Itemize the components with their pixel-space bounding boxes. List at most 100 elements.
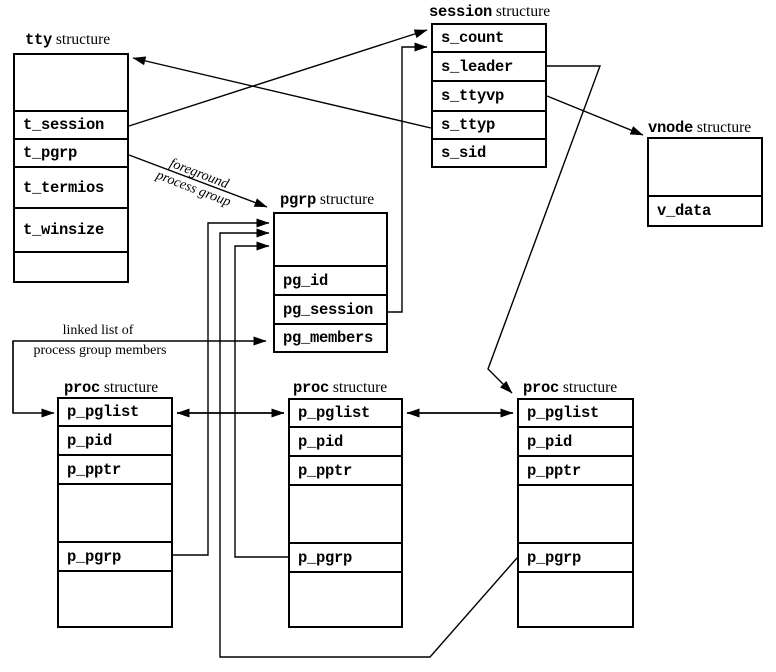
title-rest: structure xyxy=(696,119,752,136)
field-p_pid: p_pid xyxy=(519,426,632,455)
title-code: proc xyxy=(523,379,560,397)
field-label: p_pglist xyxy=(298,404,371,422)
session-structure-box: s_count s_leader s_ttyvp s_ttyp s_sid xyxy=(431,23,547,168)
field-label: p_pid xyxy=(298,432,344,451)
pgrp-spacer-row xyxy=(275,214,386,265)
arrow-s_ttyvp-to-vnode xyxy=(546,95,644,136)
field-p_pptr: p_pptr xyxy=(290,455,401,484)
field-p_pid: p_pid xyxy=(59,425,171,454)
field-p_pglist: p_pglist xyxy=(59,399,171,425)
proc1-spacer-row xyxy=(59,483,171,541)
field-label: t_session xyxy=(23,116,105,134)
field-label: p_pgrp xyxy=(527,548,582,567)
linked-list-label-line2: process group members xyxy=(33,343,167,358)
field-label: p_pid xyxy=(67,431,113,450)
title-code: proc xyxy=(64,379,101,397)
field-p_pgrp: p_pgrp xyxy=(290,542,401,571)
vnode-structure-title: vnode structure xyxy=(648,119,751,137)
title-code: tty xyxy=(25,31,53,49)
field-label: p_pgrp xyxy=(298,548,353,567)
title-code: session xyxy=(429,3,493,21)
field-label: s_count xyxy=(441,29,505,47)
field-p_pptr: p_pptr xyxy=(519,455,632,484)
proc3-spacer-row xyxy=(519,484,632,542)
field-s_leader: s_leader xyxy=(433,51,545,80)
field-t_session: t_session xyxy=(15,110,127,138)
field-label: s_leader xyxy=(441,57,514,76)
title-rest: structure xyxy=(103,379,159,396)
title-code: vnode xyxy=(648,119,694,137)
pgrp-structure-title: pgrp structure xyxy=(280,191,374,209)
field-t_pgrp: t_pgrp xyxy=(15,138,127,166)
title-rest: structure xyxy=(495,3,551,20)
field-label: t_winsize xyxy=(23,221,105,239)
arrow-s_leader-to-proc3 xyxy=(487,65,602,394)
arrow-proc2-p_pgrp-to-pgrp xyxy=(234,241,288,558)
field-p_pgrp: p_pgrp xyxy=(59,541,171,570)
proc2-spacer-row xyxy=(290,571,401,626)
field-s_ttyvp: s_ttyvp xyxy=(433,80,545,110)
field-p_pgrp: p_pgrp xyxy=(519,542,632,571)
title-rest: structure xyxy=(562,379,618,396)
field-label: p_pptr xyxy=(67,460,122,479)
field-label: p_pptr xyxy=(527,461,582,480)
proc2-structure-title: proc structure xyxy=(293,379,387,397)
field-label: p_pid xyxy=(527,432,573,451)
field-label: s_ttyp xyxy=(441,116,496,134)
proc2-spacer-row xyxy=(290,484,401,542)
field-label: s_ttyvp xyxy=(441,87,505,105)
linked-list-label-line1: linked list of xyxy=(62,323,134,338)
field-t_winsize: t_winsize xyxy=(15,207,127,251)
proc1-structure-box: p_pglist p_pid p_pptr p_pgrp xyxy=(57,397,173,628)
field-label: p_pptr xyxy=(298,461,353,480)
vnode-structure-box: v_data xyxy=(647,137,763,227)
field-pg_members: pg_members xyxy=(275,323,386,351)
title-rest: structure xyxy=(332,379,388,396)
field-s_count: s_count xyxy=(433,25,545,51)
arrow-linked-list-to-proc1-p_pglist xyxy=(12,341,55,418)
proc1-structure-title: proc structure xyxy=(64,379,158,397)
field-label: v_data xyxy=(657,202,712,220)
vnode-spacer-row xyxy=(649,139,761,195)
field-label: pg_members xyxy=(283,329,374,347)
tty-structure-title: tty structure xyxy=(25,31,110,49)
pgrp-structure-box: pg_id pg_session pg_members xyxy=(273,212,388,353)
title-code: proc xyxy=(293,379,330,397)
title-code: pgrp xyxy=(280,191,317,209)
proc2-structure-box: p_pglist p_pid p_pptr p_pgrp xyxy=(288,398,403,628)
proc1-spacer-row xyxy=(59,570,171,626)
field-p_pid: p_pid xyxy=(290,426,401,455)
proc3-structure-title: proc structure xyxy=(523,379,617,397)
proc3-structure-box: p_pglist p_pid p_pptr p_pgrp xyxy=(517,398,634,628)
title-rest: structure xyxy=(55,31,111,48)
title-rest: structure xyxy=(319,191,375,208)
field-t_termios: t_termios xyxy=(15,166,127,207)
field-label: p_pgrp xyxy=(67,547,122,566)
field-pg_id: pg_id xyxy=(275,265,386,294)
arrow-proc1-p_pgrp-to-pgrp xyxy=(173,218,270,556)
field-pg_session: pg_session xyxy=(275,294,386,323)
arrow-proc3-p_pgrp-to-pgrp xyxy=(219,228,518,658)
field-p_pglist: p_pglist xyxy=(519,400,632,426)
field-s_ttyp: s_ttyp xyxy=(433,110,545,138)
field-s_sid: s_sid xyxy=(433,138,545,166)
tty-structure-box: t_session t_pgrp t_termios t_winsize xyxy=(13,53,129,283)
field-label: pg_session xyxy=(283,300,374,319)
tty-spacer-row xyxy=(15,251,127,281)
tty-spacer-row xyxy=(15,55,127,110)
field-label: t_termios xyxy=(23,178,105,197)
arrow-pg_session-to-session xyxy=(388,42,428,313)
session-structure-title: session structure xyxy=(429,3,550,21)
field-label: p_pglist xyxy=(67,403,140,421)
proc3-spacer-row xyxy=(519,571,632,626)
arrow-t_pgrp-to-pgrp xyxy=(128,154,268,208)
field-label: s_sid xyxy=(441,144,487,162)
arrow-t_session-to-session xyxy=(128,29,428,127)
field-p_pptr: p_pptr xyxy=(59,454,171,483)
field-label: t_pgrp xyxy=(23,144,78,162)
field-p_pglist: p_pglist xyxy=(290,400,401,426)
arrow-s_ttyp-to-tty xyxy=(132,56,432,129)
field-v_data: v_data xyxy=(649,195,761,225)
